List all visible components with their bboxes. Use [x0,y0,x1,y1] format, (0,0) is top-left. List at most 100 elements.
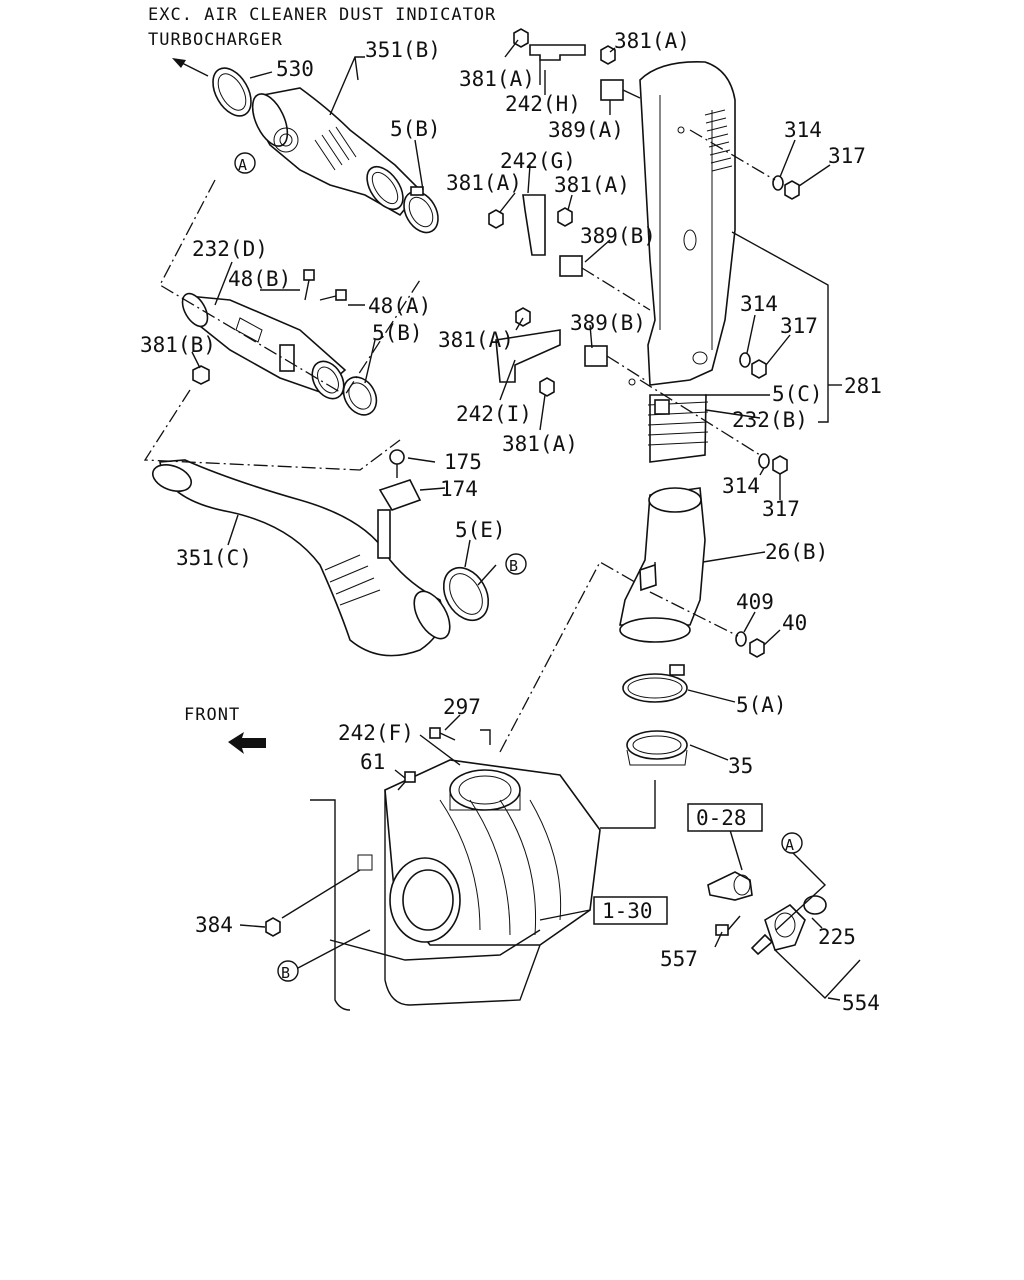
ref-circle-b-bottom-label: B [281,964,290,982]
part-40-nut [749,638,765,658]
label-381a-1: 381(A) [614,29,690,53]
label-225: 225 [818,925,856,949]
label-297: 297 [443,695,481,719]
label-242g: 242(G) [500,149,576,173]
label-554: 554 [842,991,880,1015]
ref-box-028-label: 0-28 [696,806,747,830]
label-48a: 48(A) [368,294,431,318]
part-557-bolt [715,915,741,936]
part-225-oring [803,895,827,915]
part-317-nut-3 [772,455,788,475]
label-351b: 351(B) [365,38,441,62]
ref-circle-a-right: A [781,832,803,854]
part-381b-nut [192,365,210,385]
label-175: 175 [444,450,482,474]
label-381b: 381(B) [140,333,216,357]
label-530: 530 [276,57,314,81]
label-389a: 389(A) [548,118,624,142]
part-381a-nut-1 [513,28,529,48]
part-26b-duct [619,487,706,643]
ref-circle-a-left: A [234,152,256,174]
label-174: 174 [440,477,478,501]
label-5c: 5(C) [772,382,823,406]
label-409: 409 [736,590,774,614]
label-314-2: 314 [740,292,778,316]
label-5e: 5(E) [455,518,506,542]
part-389a-mount [600,79,641,101]
label-381a-5: 381(A) [438,328,514,352]
label-61: 61 [360,750,385,774]
part-48a-bolt [319,289,347,301]
header-line-2: TURBOCHARGER [148,30,283,50]
label-389b-1: 389(B) [580,224,656,248]
label-384: 384 [195,913,233,937]
part-5b-clamp-mid [342,376,378,416]
part-5e-clamp [442,566,490,622]
part-314-washer-2 [739,352,751,368]
ref-circle-a-right-label: A [785,836,794,854]
label-242h: 242(H) [505,92,581,116]
front-arrow-icon [228,732,266,754]
front-label: FRONT [184,705,240,725]
label-389b-2: 389(B) [570,311,646,335]
part-028-fitting [707,871,753,901]
part-314-washer-1 [772,175,784,191]
label-40: 40 [782,611,807,635]
label-381a-4: 381(A) [554,173,630,197]
guide-lines-right [639,129,776,637]
part-35-ring [626,730,688,766]
part-242h-bracket [529,44,586,85]
part-381a-nut-3 [488,209,504,229]
label-381a-2: 381(A) [459,67,535,91]
part-381a-nut-5 [515,307,531,327]
label-317-1: 317 [828,144,866,168]
label-5a: 5(A) [736,693,787,717]
part-242g-bracket [522,194,546,256]
label-381a-6: 381(A) [502,432,578,456]
part-530-clamp [212,67,252,117]
ref-circle-b-top-label: B [509,557,518,575]
part-175-screw [389,449,405,478]
label-48b: 48(B) [228,267,291,291]
part-232b-bellows [647,394,709,463]
label-232d: 232(D) [192,237,268,261]
label-281: 281 [844,374,882,398]
label-381a-3: 381(A) [446,171,522,195]
turbo-direction-arrow-icon [172,58,209,77]
ref-box-028[interactable]: 0-28 [687,803,763,832]
part-351c-hose [151,459,451,657]
label-314-3: 314 [722,474,760,498]
part-409-washer [735,631,747,647]
part-384-nut [265,917,281,937]
ref-circle-a-left-label: A [238,156,247,174]
label-317-3: 317 [762,497,800,521]
label-232b: 232(B) [732,408,808,432]
part-174-sensor [377,479,422,559]
label-351c: 351(C) [176,546,252,570]
part-389b-mount-2 [584,345,646,381]
part-5a-clamp [622,664,688,703]
part-381a-nut-4 [557,207,573,227]
label-317-2: 317 [780,314,818,338]
part-297-bolt [429,727,456,741]
label-242i: 242(I) [456,402,532,426]
guide-lines-left [143,179,641,753]
label-26b: 26(B) [765,540,828,564]
part-317-nut-2 [751,359,767,379]
part-381a-nut-2 [600,45,616,65]
ref-circle-b-top: B [505,553,527,575]
part-317-nut-1 [784,180,800,200]
ref-box-130[interactable]: 1-30 [593,896,668,925]
part-554-indicator [750,903,806,956]
label-314-1: 314 [784,118,822,142]
part-61-bolt [397,771,416,791]
air-cleaner-assembly [310,729,601,1011]
part-381a-nut-6 [539,377,555,397]
label-557: 557 [660,947,698,971]
leader-lines [191,39,861,1001]
part-389b-mount-1 [559,255,651,311]
label-242f: 242(F) [338,721,414,745]
part-314-washer-3 [758,453,770,469]
